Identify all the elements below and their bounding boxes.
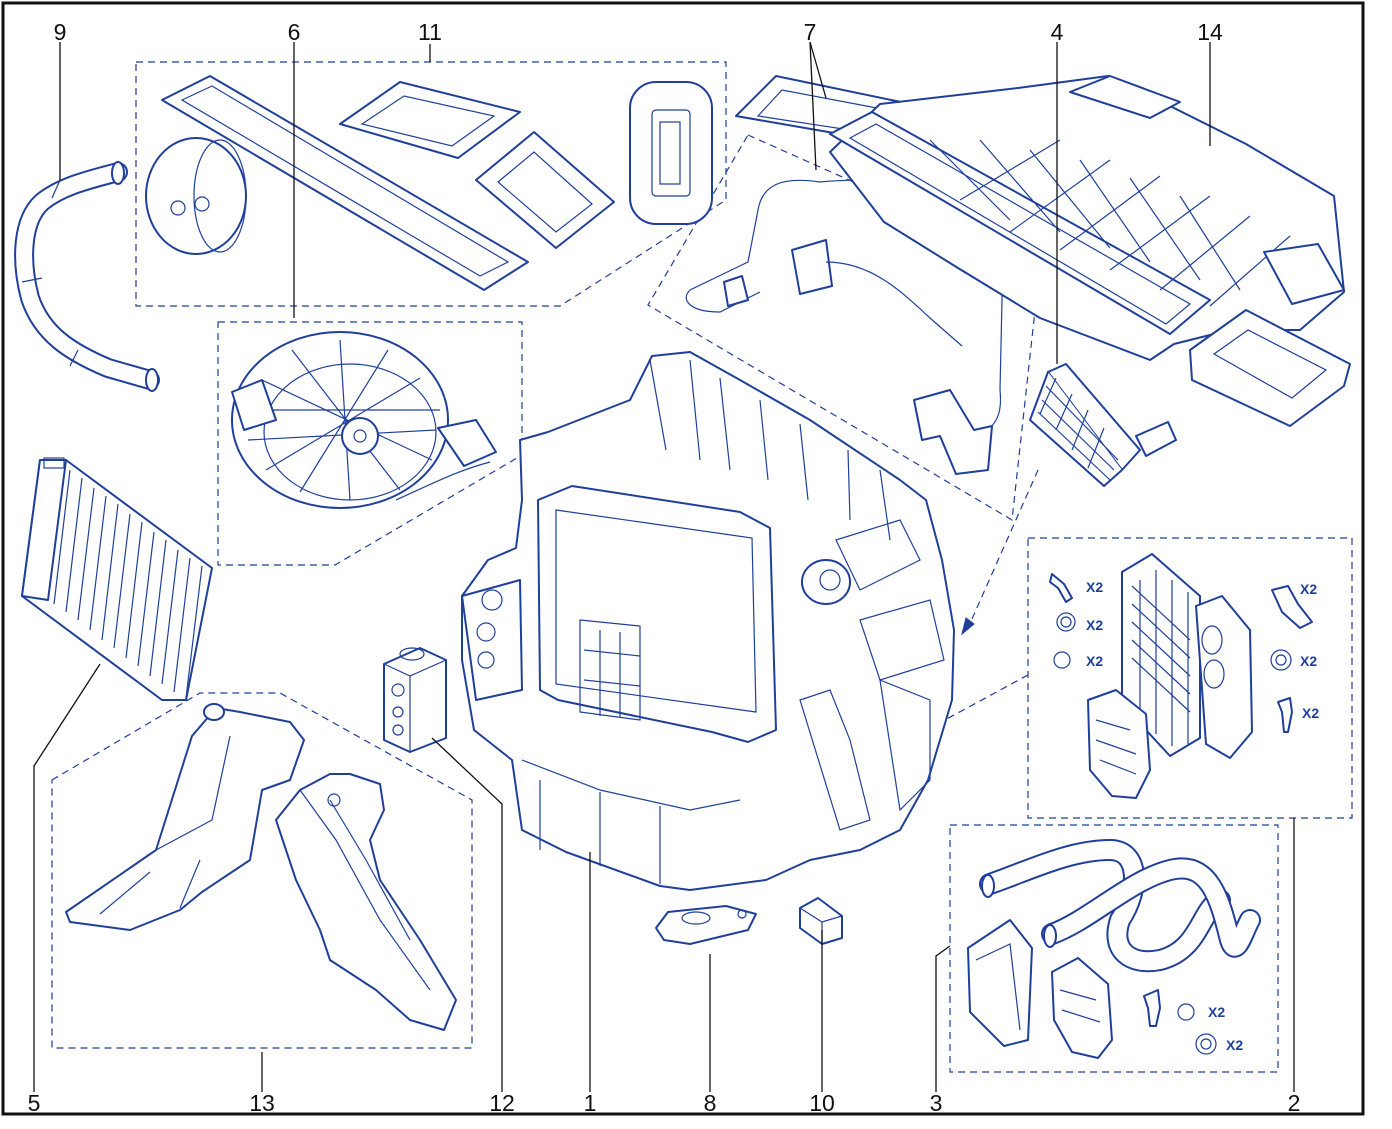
kit2-qty-screw: X2 (1086, 579, 1103, 595)
kit-2-arrow-line (929, 674, 1029, 729)
leader-7 (809, 41, 827, 171)
wiring-7-outline (647, 134, 1041, 521)
kit2-qty-clip: X2 (1300, 581, 1317, 597)
kit2-qty-washer: X2 (1300, 653, 1317, 669)
part-9-hose (14, 161, 160, 392)
callout-numbers: 9 6 11 7 4 14 5 13 12 1 8 10 3 2 (28, 19, 1301, 1116)
outer-frame (1, 1, 1365, 1116)
part-13-ducts (65, 703, 457, 1031)
kit2-qty-seal-ring: X2 (1086, 617, 1103, 633)
part-4-filter (1029, 363, 1177, 487)
part-12-expansion-valve (383, 647, 447, 753)
callout-13: 13 (249, 1090, 275, 1116)
callout-1: 1 (584, 1090, 597, 1116)
callout-9: 9 (54, 19, 67, 45)
blower-6-outline (217, 321, 523, 566)
part-10-sensor (799, 897, 843, 945)
kit3-qty-seal-ring: X2 (1226, 1037, 1243, 1053)
part-drawings (14, 75, 1351, 1059)
part-14-duct-assembly (735, 75, 1351, 427)
leader-3 (935, 945, 951, 1092)
part-8-grommet (655, 905, 757, 945)
callout-14: 14 (1197, 19, 1223, 45)
part-2-heater-kit (1049, 553, 1313, 799)
kit-2-outline (1027, 537, 1353, 819)
callout-11: 11 (418, 19, 442, 45)
part-6-blower (231, 331, 497, 509)
part-1-hvac-housing (461, 351, 955, 891)
arrowhead-4 (961, 617, 975, 636)
kit2-qty-bolt: X2 (1302, 705, 1319, 721)
callout-5: 5 (28, 1090, 41, 1116)
quantity-labels: X2 X2 X2 X2 X2 X2 X2 X2 (1086, 579, 1319, 1053)
leader-12 (431, 737, 503, 1092)
callout-12: 12 (489, 1090, 515, 1116)
kit2-qty-o-ring: X2 (1086, 653, 1103, 669)
part-5-cabin-filter (21, 457, 213, 701)
callout-10: 10 (809, 1090, 835, 1116)
callout-4: 4 (1051, 19, 1064, 45)
part-3-hose-kit (967, 838, 1261, 1059)
filter-4-arrow-line (967, 469, 1039, 629)
group-outlines (51, 61, 1353, 1073)
callout-7: 7 (804, 19, 817, 45)
kit-3-outline (949, 824, 1279, 1073)
leader-lines (33, 41, 1295, 1092)
callout-3: 3 (930, 1090, 943, 1116)
callout-6: 6 (288, 19, 301, 45)
part-11-seals (145, 75, 713, 291)
kit3-qty-o-ring: X2 (1208, 1004, 1225, 1020)
callout-8: 8 (704, 1090, 717, 1116)
leader-5 (33, 663, 101, 1092)
callout-2: 2 (1288, 1090, 1301, 1116)
duct-13-outline (51, 692, 473, 1049)
